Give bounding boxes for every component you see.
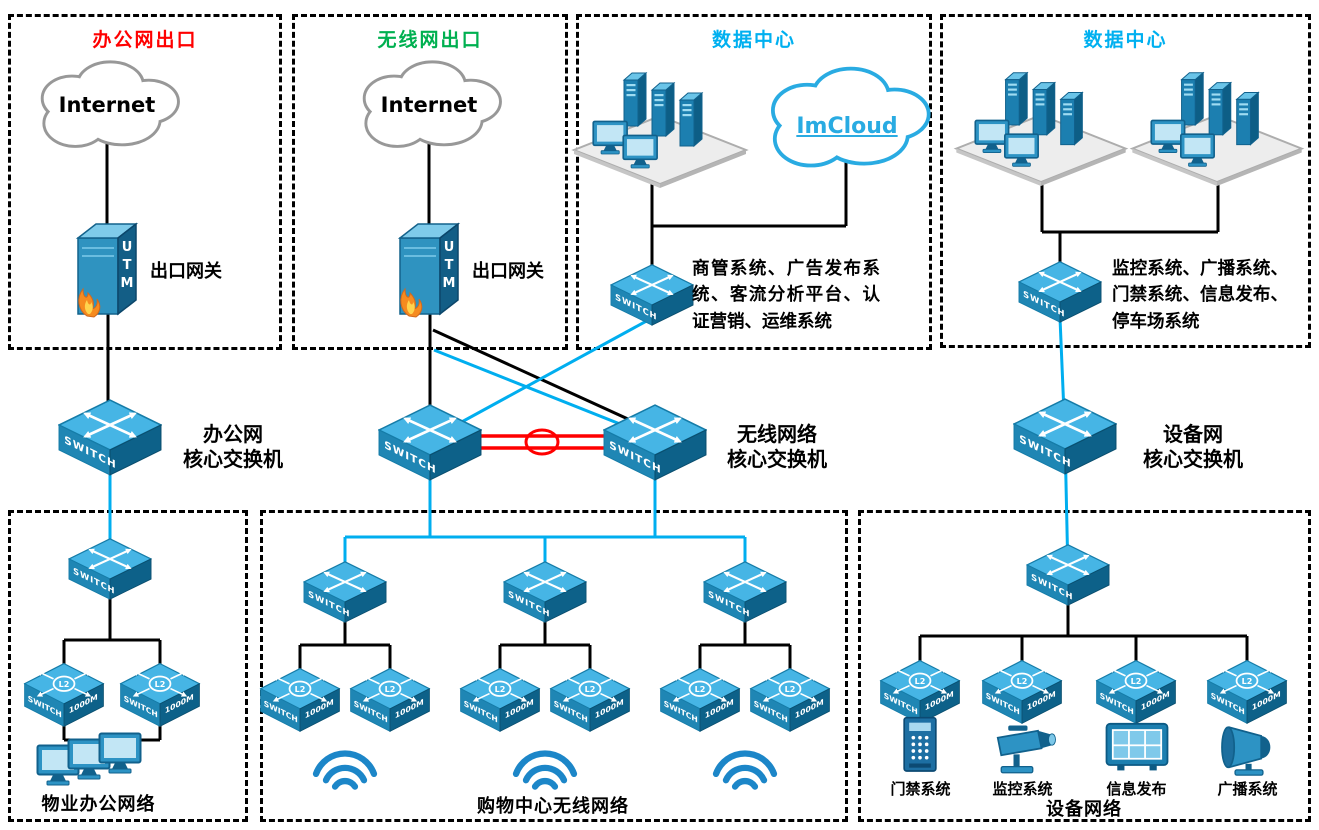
zone-datacenter-2: 数据中心	[940, 14, 1311, 348]
broadcast-horn-icon	[1215, 722, 1283, 776]
dc1-server-farm-icon	[570, 58, 750, 188]
equipment-core-switch-icon	[1013, 398, 1117, 475]
zone-property-office	[8, 510, 248, 822]
red-stack-links	[480, 428, 605, 456]
office-core-switch-icon	[58, 399, 162, 476]
mall-l2-switch-4-icon	[546, 667, 634, 733]
zone-title-wireless-exit: 无线网出口	[377, 29, 483, 51]
wifi-signal-2-icon	[507, 734, 583, 792]
equipment-core-label: 设备网 核心交换机	[1143, 422, 1243, 471]
stack-ring	[524, 428, 560, 456]
imcloud-label: ImCloud	[796, 114, 898, 139]
property-pc-group-icon	[36, 732, 148, 788]
link-utm-wireless-core-right	[432, 328, 653, 432]
property-office-label: 物业办公网络	[41, 794, 156, 815]
dc2-server-farm-1-icon	[952, 58, 1130, 186]
link-wireless-uplink-core-right	[433, 348, 651, 438]
wireless-core-label: 无线网络 核心交换机	[727, 422, 827, 471]
office-internet-label: Internet	[58, 93, 156, 117]
wireless-gateway-label: 出口网关	[472, 261, 544, 282]
zone-title-datacenter-1: 数据中心	[711, 29, 796, 51]
equipment-l2-switch-4-icon	[1203, 659, 1291, 725]
access-control-label: 门禁系统	[890, 780, 951, 798]
broadcast-horn-label: 广播系统	[1217, 780, 1278, 798]
office-gateway-label: 出口网关	[150, 261, 222, 282]
wireless-internet-cloud: Internet	[344, 55, 514, 155]
wifi-signal-3-icon	[707, 734, 783, 792]
zone-equipment-network	[858, 510, 1311, 822]
wireless-internet-label: Internet	[380, 93, 478, 117]
mall-switch-2-icon	[503, 561, 587, 623]
zone-mall-wireless	[260, 510, 848, 822]
info-display-icon	[1104, 722, 1170, 774]
cctv-camera-icon	[986, 722, 1062, 778]
wireless-core-switch-left-icon	[378, 404, 482, 481]
wireless-core-switch-right-icon	[603, 404, 707, 481]
office-core-label: 办公网 核心交换机	[183, 422, 283, 471]
dc2-switch-icon	[1018, 261, 1102, 323]
link-dc1-switch-core-left	[435, 316, 653, 438]
office-internet-cloud: Internet	[22, 55, 192, 155]
access-control-icon	[896, 716, 944, 776]
mall-l2-switch-2-icon	[346, 667, 434, 733]
mall-l2-switch-3-icon	[456, 667, 544, 733]
mall-switch-1-icon	[303, 561, 387, 623]
mall-switch-3-icon	[703, 561, 787, 623]
mall-wireless-label: 购物中心无线网络	[477, 796, 629, 817]
equipment-l2-switch-3-icon	[1092, 659, 1180, 725]
property-l2-switch-2-icon	[116, 662, 204, 728]
zone-datacenter-1: 数据中心	[576, 14, 932, 350]
info-display-label: 信息发布	[1106, 780, 1167, 798]
zone-office-exit: 办公网出口	[8, 14, 282, 350]
property-switch-icon	[68, 538, 152, 600]
zone-title-datacenter-2: 数据中心	[1083, 29, 1168, 51]
property-l2-switch-1-icon	[20, 662, 108, 728]
wifi-signal-1-icon	[307, 734, 383, 792]
zone-title-office-exit: 办公网出口	[92, 29, 198, 51]
office-utm-firewall-icon	[72, 218, 144, 318]
equipment-switch-icon	[1026, 544, 1110, 606]
dc2-systems-text: 监控系统、广播系统、门禁系统、信息发布、停车场系统	[1112, 259, 1288, 332]
dc2-server-farm-2-icon	[1128, 58, 1306, 186]
cctv-camera-label: 监控系统	[992, 780, 1053, 798]
wireless-utm-firewall-icon	[394, 218, 466, 318]
mall-l2-switch-6-icon	[746, 667, 834, 733]
dc1-systems-text: 商管系统、广告发布系统、客流分析平台、认证营销、运维系统	[692, 259, 880, 332]
mall-l2-switch-1-icon	[256, 667, 344, 733]
equipment-l2-switch-2-icon	[978, 659, 1066, 725]
dc1-switch-icon	[610, 264, 694, 326]
mall-l2-switch-5-icon	[656, 667, 744, 733]
imcloud-icon: ImCloud	[752, 56, 942, 180]
equipment-network-label: 设备网络	[1046, 799, 1122, 820]
